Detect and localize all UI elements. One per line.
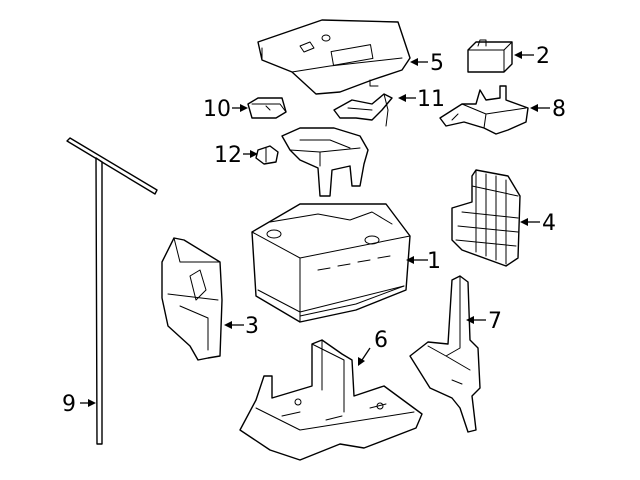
callout-8: 8 — [552, 97, 566, 122]
small-box-part — [467, 39, 513, 73]
clip-part — [333, 93, 393, 127]
mount-bracket-part — [439, 85, 529, 135]
callout-9: 9 — [62, 392, 76, 417]
terminal-cover-part — [247, 97, 287, 119]
callout-3: 3 — [245, 314, 259, 339]
callout-10: 10 — [203, 97, 231, 122]
callout-11: 11 — [417, 87, 445, 112]
leader-lines — [80, 51, 550, 407]
callout-7: 7 — [488, 309, 502, 334]
callout-2: 2 — [536, 44, 550, 69]
fuse-block-part — [255, 127, 369, 197]
hold-down-rod-part — [66, 137, 158, 445]
callout-6: 6 — [374, 328, 388, 353]
callout-1: 1 — [427, 249, 441, 274]
battery-cover-part — [257, 19, 411, 95]
callout-12: 12 — [214, 143, 242, 168]
battery-part — [251, 203, 411, 323]
callout-4: 4 — [542, 211, 556, 236]
callout-5: 5 — [430, 51, 444, 76]
battery-tray-part — [239, 339, 423, 461]
side-bracket-part — [161, 237, 223, 361]
support-bracket-part — [409, 275, 481, 433]
insulator-shield-part — [451, 169, 521, 267]
